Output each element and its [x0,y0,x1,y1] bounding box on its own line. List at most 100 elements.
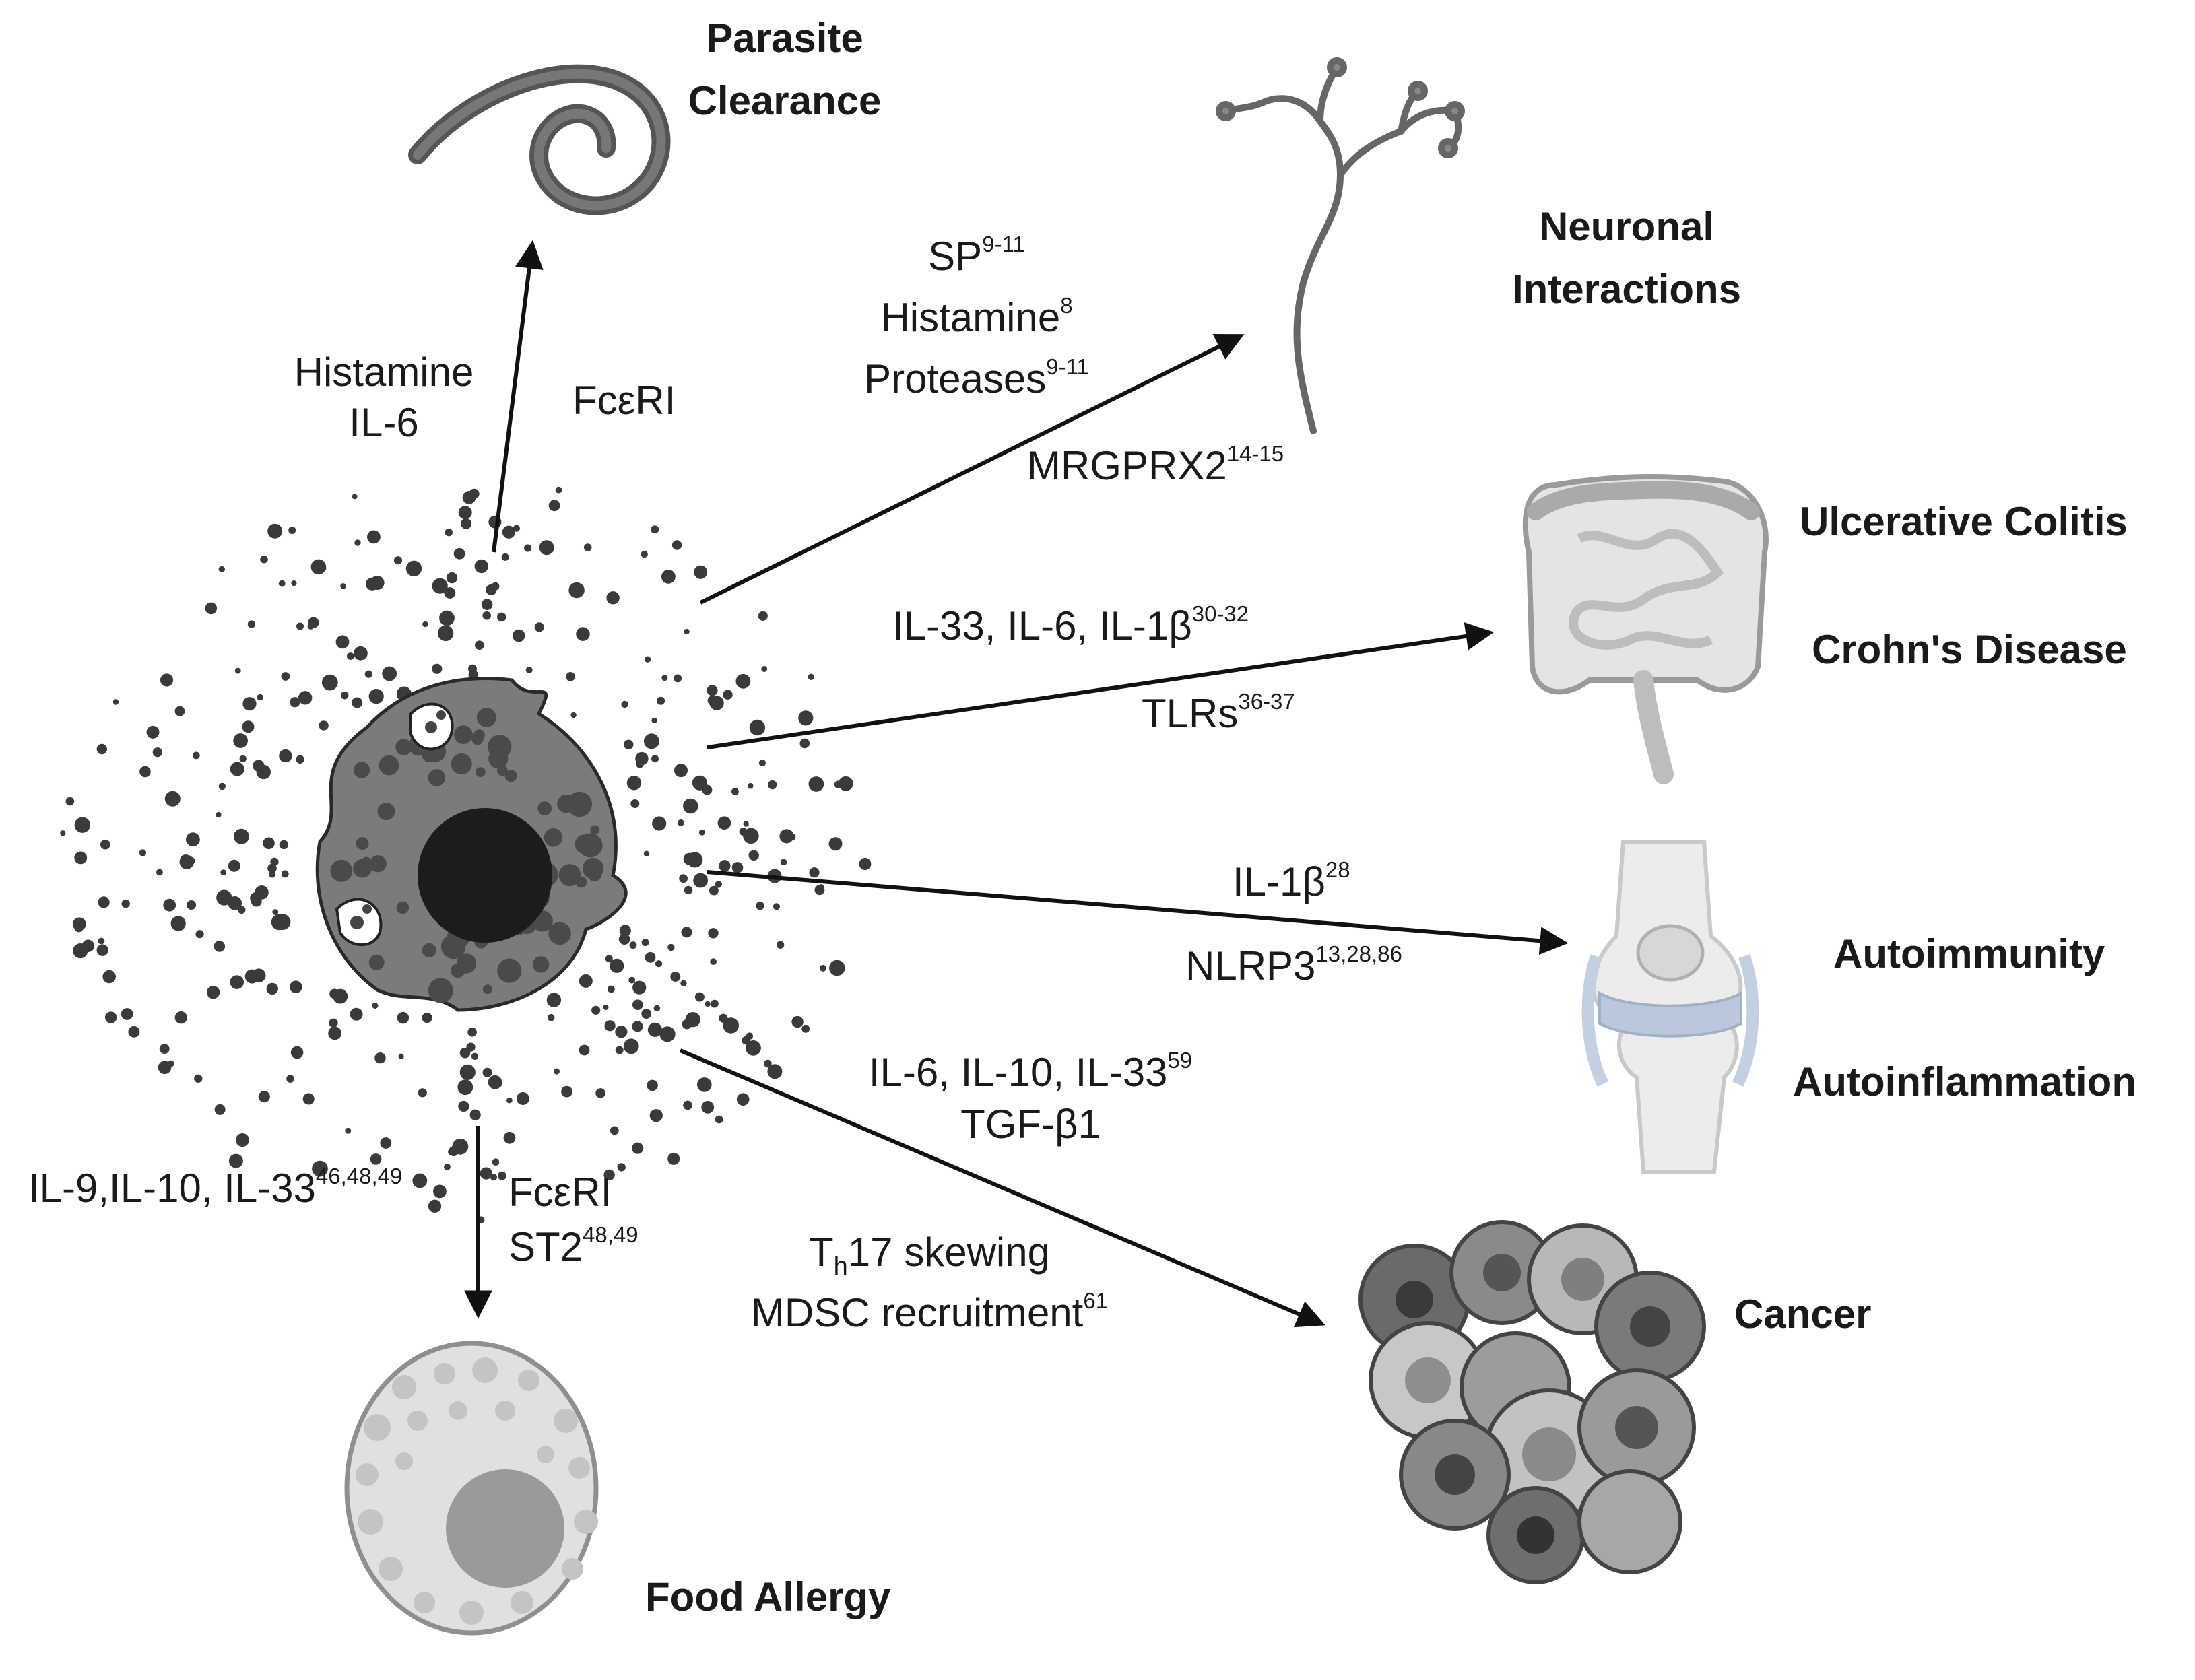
intestine-icon [1522,474,1769,784]
granule-dot [546,993,562,1007]
granule-dot [368,689,384,704]
granule-dot [260,555,268,564]
granule-dot [610,1126,619,1135]
granule-dot [731,862,744,873]
mast-cell-icon [60,486,872,1223]
granule-dot [228,859,240,872]
granule-dot [798,710,814,726]
granule-dot [643,850,650,857]
granule-dot [281,672,290,681]
granule-dot [829,960,845,976]
granule-dot [239,755,247,763]
granule-dot [512,629,525,642]
granule-dot [615,1026,628,1038]
granule-dot [799,738,810,749]
granule-dot [367,530,381,544]
granule-dot [539,540,554,556]
granule-dot [448,1148,455,1155]
granule-dot [290,697,300,708]
granule-dot [649,1109,663,1122]
cytoplasm-granule [532,956,550,973]
granule-dot [498,1171,506,1180]
granule-dot [555,486,562,494]
granule-dot [747,782,754,789]
granule-dot [632,1142,644,1154]
granule-dot [319,720,329,731]
granule-dot [247,620,255,628]
granule-dot [462,491,476,504]
arrows [464,240,1569,1328]
granule-dot [257,694,263,701]
granule-dot [764,1059,772,1068]
granule-dot [152,747,162,758]
granule-dot [632,1021,643,1032]
granule-dot [290,980,302,993]
cytoplasm-granule [451,753,472,775]
ulcerative-colitis-title: Ulcerative Colitis [1800,499,2128,544]
granule-dot [453,547,465,560]
granule-dot [234,667,241,674]
granule-dot [475,640,484,650]
granule-dot [96,743,107,755]
granule-dot [486,584,497,596]
granule-dot [482,1067,492,1077]
granule-dot [370,1153,382,1165]
granule-dot [146,725,160,739]
granule-dot [661,570,676,584]
granule-dot [711,999,719,1008]
cytoplasm-granule [482,715,493,727]
granule-dot [731,788,739,795]
granule-dot [205,602,218,615]
granule-dot [405,560,422,576]
granule-dot [298,691,313,705]
granule-dot [233,733,248,748]
granule-dot [186,832,200,847]
granule-dot [220,869,227,875]
granule-dot [105,1011,117,1023]
granule-dot [768,780,777,790]
autoinflammation-title: Autoinflammation [1793,1059,2136,1104]
granule-dot [278,580,286,587]
granule-dot [398,1053,404,1059]
granule-dot [100,839,110,850]
granule-dot [459,1047,471,1059]
neuronal-receptor: MRGPRX214-15 [1027,441,1284,488]
granule-dot [422,1012,432,1023]
granule-dot [490,1174,498,1181]
granule-dot [606,591,620,605]
granule-dot [98,937,105,945]
granule-dot [480,1167,492,1180]
cytoplasm-granule [369,855,387,873]
granule-dot [230,975,244,989]
granule-dot [458,1100,469,1112]
granule-dot [163,898,176,912]
granule-dot [164,791,181,807]
granule-dot [617,1163,626,1172]
granule-dot [382,666,397,681]
granule-dot [452,1138,469,1155]
granule-dot [422,621,428,628]
granule-dot [808,776,824,792]
granule-dot [216,889,232,906]
cytoplasm-granule [590,825,600,835]
granule-dot [859,858,872,870]
granule-dot [256,764,271,780]
cytoplasm-granule [428,769,446,786]
granule-dot [98,896,110,908]
granule-dot [468,664,477,673]
granule-dot [566,672,575,681]
granule-dot [312,1160,328,1177]
granule-dot [603,1005,609,1010]
granule-dot [568,582,585,599]
granule-dot [652,816,667,831]
granule-dot [685,1012,700,1028]
granule-dot [644,656,651,663]
granule-dot [651,755,659,763]
granule-dot [680,980,687,987]
granule-dot [242,697,257,711]
cytoplasm-granule [422,943,436,957]
granule-dot [694,992,705,1002]
granule-dot [647,1022,663,1037]
granule-dot [643,733,659,749]
